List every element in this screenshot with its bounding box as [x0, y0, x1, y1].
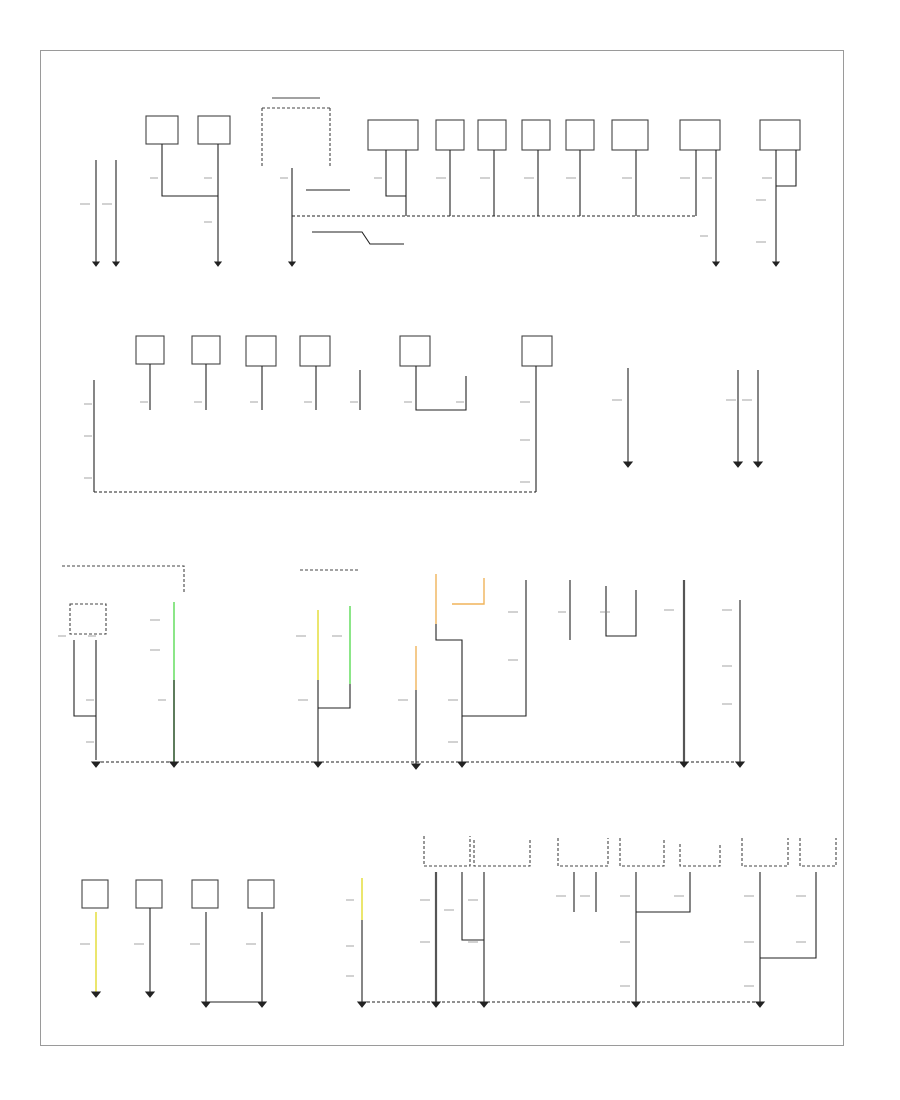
component-box — [197, 115, 231, 145]
component-box — [611, 119, 649, 151]
wire — [695, 150, 717, 262]
connector-box — [741, 838, 789, 867]
pin-labels — [80, 177, 772, 243]
section-4-ground-distribution — [80, 836, 837, 1008]
pin-labels — [80, 895, 806, 987]
component-box — [367, 119, 419, 151]
component-box — [135, 879, 163, 909]
ground-symbol — [91, 261, 781, 267]
junction-block-outline — [261, 107, 331, 166]
wire — [161, 144, 219, 262]
section-2-ground-distribution — [84, 335, 764, 493]
ground-symbol — [90, 761, 746, 770]
wire — [635, 872, 691, 1002]
wire — [306, 189, 404, 245]
wire — [569, 580, 637, 640]
wire — [149, 908, 263, 1003]
component-box — [521, 119, 551, 151]
shield-outline — [62, 565, 185, 592]
wire — [461, 872, 485, 1002]
wire — [95, 160, 117, 262]
connector-box — [619, 838, 665, 867]
section-3-ground-distribution — [58, 565, 746, 770]
diagram-frame — [40, 50, 844, 1046]
wire — [759, 872, 817, 1002]
wire — [93, 364, 759, 492]
component-box — [191, 335, 221, 365]
component-box — [81, 879, 109, 909]
component-box — [245, 335, 277, 367]
wire — [415, 580, 527, 764]
component-box — [399, 335, 431, 367]
wire — [73, 640, 97, 760]
connector-box — [473, 840, 531, 867]
connector-box — [679, 844, 721, 867]
component-box — [565, 119, 595, 151]
wire — [385, 150, 407, 216]
wire — [318, 684, 351, 709]
component-box — [679, 119, 721, 151]
connector-box — [69, 603, 107, 635]
section-1-ground-distribution — [80, 97, 801, 267]
wire — [573, 872, 597, 912]
component-box — [299, 335, 331, 367]
wire — [449, 150, 637, 216]
connector-box — [799, 838, 837, 867]
wire — [435, 574, 485, 624]
component-box — [435, 119, 465, 151]
component-box — [247, 879, 275, 909]
wire — [775, 150, 797, 262]
component-box — [477, 119, 507, 151]
component-box — [759, 119, 801, 151]
pin-labels — [84, 399, 752, 483]
component-box — [191, 879, 219, 909]
component-box — [145, 115, 179, 145]
pin-labels — [58, 609, 732, 743]
component-box — [521, 335, 553, 367]
component-box — [135, 335, 165, 365]
connector-box — [423, 836, 471, 867]
ground-symbol — [622, 461, 764, 468]
connector-box — [557, 838, 609, 867]
ground-symbol — [90, 991, 766, 1008]
